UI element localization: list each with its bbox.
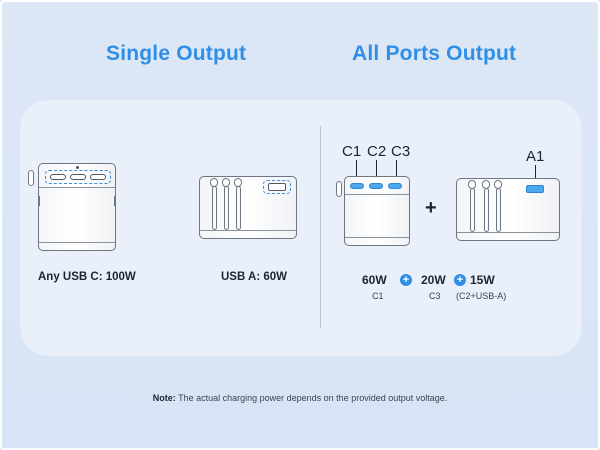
usbc-port-c2 [369,183,383,189]
label-a1: A1 [526,148,545,165]
indicator-dot [76,166,79,169]
side-clip-icon [336,181,342,197]
output-watt-c1: 60W [362,273,387,287]
usbc-port-1 [50,174,66,180]
label-c2: C2 [367,143,387,160]
footnote-text: The actual charging power depends on the… [178,393,448,403]
usbc-port-c3 [388,183,402,189]
plug-prong-2 [224,186,229,230]
highlight-usba-port [263,180,291,194]
label-c3: C3 [391,143,411,160]
heading-all-ports-output: All Ports Output [352,42,517,65]
section-divider [320,126,321,328]
output-watt-c3: 20W [421,273,446,287]
plug-prong-1 [212,186,217,230]
footnote: Note: The actual charging power depends … [0,393,600,403]
usbc-port-c1 [350,183,364,189]
footnote-label: Note: [152,393,176,403]
output-port-c1: C1 [372,291,384,301]
plus-circle-icon: + [454,274,466,286]
label-c1: C1 [342,143,362,160]
plug-prong-1 [470,188,475,232]
output-port-c3: C3 [429,291,441,301]
usbc-port-3 [90,174,106,180]
usba-port [268,183,286,191]
highlight-usbc-ports [45,170,111,184]
output-port-c2-usba: (C2+USB-A) [456,291,507,301]
caption-usba-output: USB A: 60W [221,271,288,283]
usbc-port-2 [70,174,86,180]
plus-symbol: + [425,197,437,219]
plug-prong-3 [236,186,241,230]
caption-usbc-output: Any USB C: 100W [38,271,136,283]
plug-prong-2 [484,188,489,232]
usba-port-a1 [526,185,544,193]
side-clip-icon [28,170,34,186]
plug-prong-3 [496,188,501,232]
heading-single-output: Single Output [106,42,247,65]
plus-circle-icon: + [400,274,412,286]
output-watt-c2-usba: 15W [470,273,495,287]
